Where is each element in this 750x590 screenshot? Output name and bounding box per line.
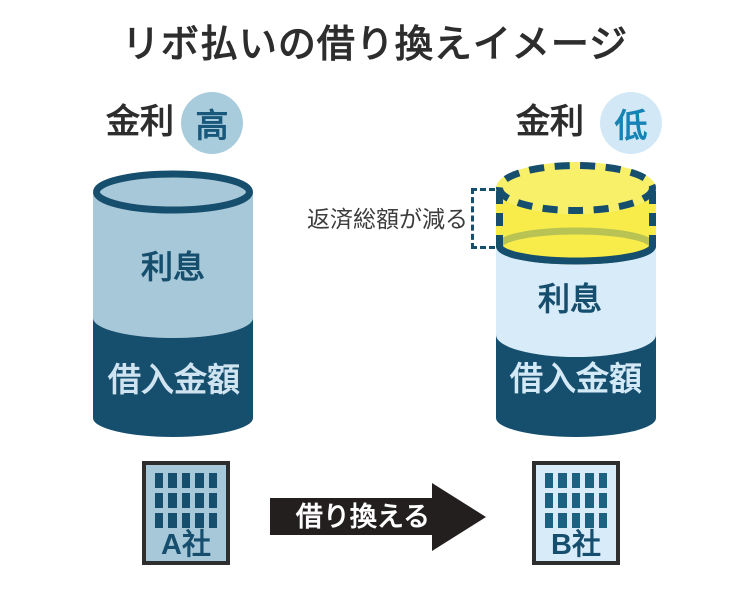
left-cylinder-rim bbox=[93, 170, 253, 214]
reduction-bracket bbox=[471, 188, 495, 249]
window bbox=[571, 513, 581, 528]
rim-back-arc bbox=[496, 227, 656, 247]
page-title: リボ払いの借り換えイメージ bbox=[121, 24, 629, 66]
dashed-side-lines bbox=[496, 191, 656, 247]
left-principal-label: 借入金額 bbox=[107, 361, 240, 398]
left-rate-label: 金利 bbox=[106, 103, 174, 141]
high-rate-badge: 高 bbox=[181, 92, 243, 154]
window bbox=[195, 493, 204, 508]
building-a: A社 bbox=[142, 461, 230, 565]
window bbox=[181, 493, 191, 508]
window bbox=[181, 473, 191, 488]
window bbox=[545, 513, 554, 528]
window bbox=[155, 473, 164, 488]
window bbox=[181, 513, 191, 528]
left-interest-segment bbox=[93, 192, 253, 338]
window bbox=[208, 473, 217, 488]
window bbox=[598, 493, 607, 508]
building-b-windows bbox=[536, 465, 616, 528]
reduced-amount-top bbox=[496, 162, 656, 214]
window bbox=[558, 513, 567, 528]
low-rate-badge: 低 bbox=[600, 92, 662, 154]
window bbox=[585, 473, 594, 488]
right-principal-label: 借入金額 bbox=[509, 360, 642, 397]
building-b: B社 bbox=[532, 461, 620, 565]
left-cylinder-chart: 利息 借入金額 bbox=[93, 170, 253, 437]
right-rate-label: 金利 bbox=[516, 103, 584, 141]
window bbox=[545, 493, 554, 508]
right-cylinder-chart: 利息 借入金額 bbox=[496, 162, 656, 437]
window bbox=[571, 493, 581, 508]
window bbox=[585, 513, 594, 528]
reduced-amount-skirt bbox=[496, 188, 656, 265]
window bbox=[168, 493, 177, 508]
window bbox=[585, 493, 594, 508]
window bbox=[155, 493, 164, 508]
right-interest-segment bbox=[496, 246, 656, 357]
rim-front-arc bbox=[496, 245, 656, 265]
arrow-shape bbox=[270, 483, 486, 551]
dashed-top-ellipse bbox=[496, 162, 656, 214]
left-interest-label: 利息 bbox=[141, 249, 205, 285]
window bbox=[208, 493, 217, 508]
arrow-label: 借り換える bbox=[295, 502, 430, 532]
refinance-arrow: 借り換える bbox=[270, 483, 486, 551]
window bbox=[598, 513, 607, 528]
window bbox=[208, 513, 217, 528]
right-principal-segment bbox=[496, 335, 656, 437]
left-principal-segment bbox=[93, 318, 253, 437]
reduction-note: 返済総額が減る bbox=[307, 206, 468, 232]
window bbox=[168, 513, 177, 528]
window bbox=[558, 473, 567, 488]
window bbox=[195, 513, 204, 528]
right-interest-label: 利息 bbox=[538, 281, 602, 317]
window bbox=[558, 493, 567, 508]
window bbox=[598, 473, 607, 488]
window bbox=[545, 473, 554, 488]
company-b-label: B社 bbox=[551, 529, 601, 561]
window bbox=[155, 513, 164, 528]
building-a-windows bbox=[146, 465, 226, 528]
window bbox=[571, 473, 581, 488]
window bbox=[195, 473, 204, 488]
company-a-label: A社 bbox=[161, 529, 211, 561]
window bbox=[168, 473, 177, 488]
